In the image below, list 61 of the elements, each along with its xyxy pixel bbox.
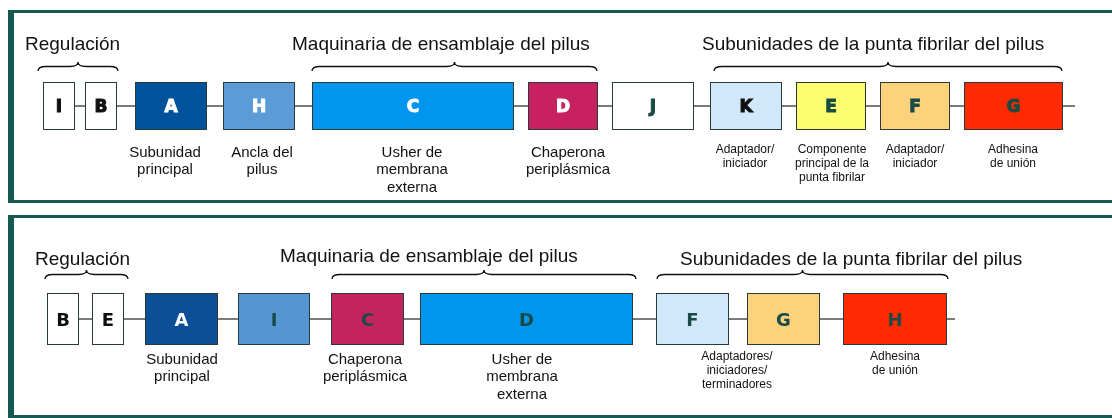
connector-line <box>728 318 748 320</box>
connector-line <box>74 105 86 107</box>
gene-caption: Usher de membrana externa <box>375 143 449 195</box>
gene-caption: Ancla del pilus <box>230 143 294 178</box>
gene-box: C <box>331 293 404 345</box>
group-heading: Subunidades de la punta fibrilar del pilus <box>702 33 1045 55</box>
gene-box: A <box>135 82 207 130</box>
connector-line <box>403 318 421 320</box>
gene-box: G <box>747 293 820 345</box>
connector-line <box>865 105 881 107</box>
gene-box: E <box>92 293 124 345</box>
connector-line <box>217 318 239 320</box>
gene-box: I <box>43 82 75 130</box>
gene-box: G <box>964 82 1063 130</box>
connector-line <box>781 105 797 107</box>
gene-box: C <box>312 82 514 130</box>
connector-line <box>597 105 613 107</box>
connector-line <box>123 318 146 320</box>
gene-box: F <box>880 82 950 130</box>
group-heading: Regulación <box>25 33 121 55</box>
gene-box: B <box>85 82 117 130</box>
gene-box: H <box>843 293 947 345</box>
connector-line <box>78 318 93 320</box>
gene-caption: Subunidad principal <box>145 350 219 385</box>
gene-box: F <box>656 293 729 345</box>
gene-caption: Adaptadores/ iniciadores/ terminadores <box>700 350 774 392</box>
gene-box: E <box>796 82 866 130</box>
gene-box: H <box>223 82 295 130</box>
connector-line <box>632 318 657 320</box>
gene-box: D <box>420 293 633 345</box>
gene-box: K <box>710 82 782 130</box>
gene-caption: Chaperona periplásmica <box>321 350 409 385</box>
connector-line <box>309 318 332 320</box>
gene-caption: Subunidad principal <box>128 143 202 178</box>
gene-caption: Usher de membrana externa <box>485 350 559 402</box>
gene-caption: Adaptador/ iniciador <box>884 143 946 171</box>
connector-line <box>693 105 711 107</box>
gene-caption: Adaptador/ iniciador <box>714 143 776 171</box>
gene-caption: Adhesina de unión <box>986 143 1039 171</box>
gene-box: A <box>145 293 218 345</box>
connector-line <box>949 105 965 107</box>
gene-caption: Chaperona periplásmica <box>524 143 612 178</box>
gene-box: D <box>528 82 598 130</box>
connector-line <box>1062 105 1076 107</box>
connector-line <box>116 105 136 107</box>
group-heading: Regulación <box>35 248 131 270</box>
group-heading: Subunidades de la punta fibrilar del pilus <box>680 248 1023 270</box>
connector-line <box>513 105 529 107</box>
connector-line <box>819 318 844 320</box>
panel-frame <box>8 215 1112 418</box>
connector-line <box>294 105 313 107</box>
group-heading: Maquinaria de ensamblaje del pilus <box>280 245 578 267</box>
panel-frame <box>8 10 1112 203</box>
connector-line <box>206 105 224 107</box>
gene-box: J <box>612 82 694 130</box>
gene-caption: Componente principal de la punta fibrilar <box>793 143 870 185</box>
connector-line <box>946 318 956 320</box>
gene-box: B <box>47 293 79 345</box>
group-heading: Maquinaria de ensamblaje del pilus <box>292 33 590 55</box>
gene-caption: Adhesina de unión <box>868 350 921 378</box>
gene-box: I <box>238 293 310 345</box>
